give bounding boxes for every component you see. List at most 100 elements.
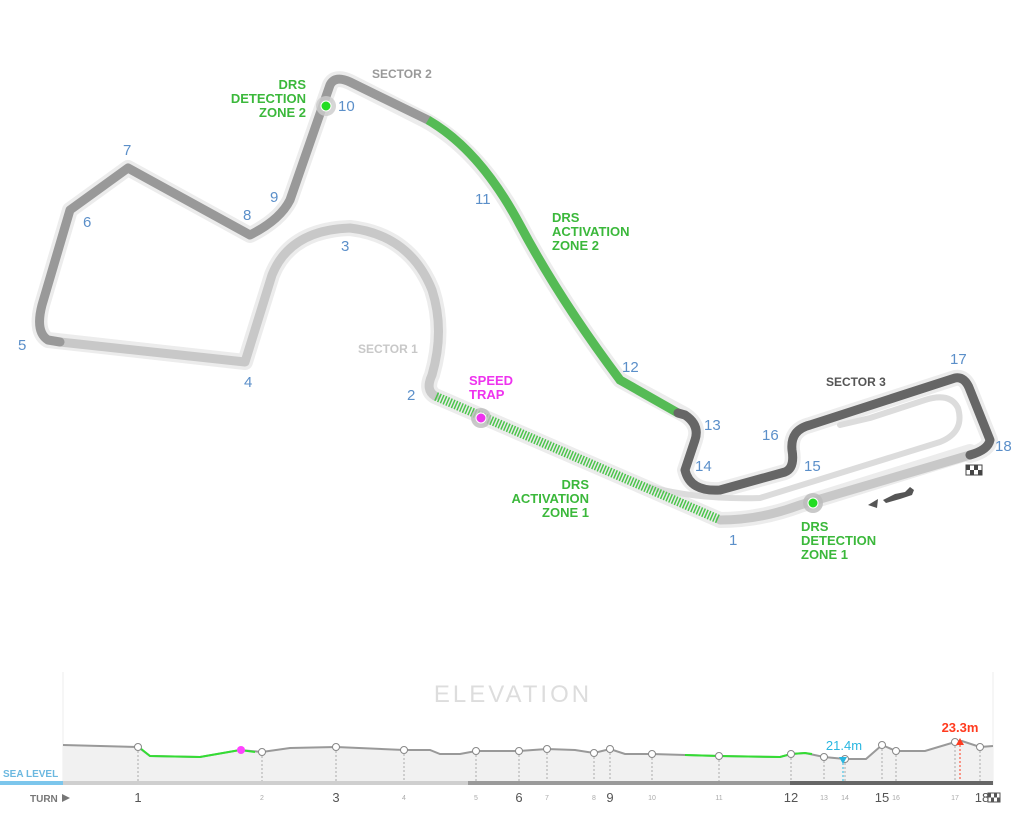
drs-detection-zone-1-label: DRS DETECTION ZONE 1 [801,519,876,562]
elevation-drs-segment-1 [139,747,256,759]
turn-marker-18[interactable] [976,743,984,751]
drs-detection-point-2 [316,96,336,116]
turn-marker-15[interactable] [878,741,886,749]
elevation-turn-label-1: 1 [134,790,141,805]
turn-label-1: 1 [729,532,737,549]
min-elevation-label: 21.4m [826,738,862,753]
elevation-turn-label-5: 5 [474,795,478,802]
sector-3-bar [790,781,993,785]
drs-activation-zone-1-label: DRS ACTIVATION ZONE 1 [511,477,589,520]
svg-text:DRS: DRS [552,210,580,225]
max-elevation-label: 23.3m [942,720,979,735]
drs-activation-zone-1-track [433,391,720,524]
svg-text:ACTIVATION: ACTIVATION [552,224,630,239]
elevation-turn-label-9: 9 [606,790,613,805]
elevation-turn-label-15: 15 [875,790,889,805]
elevation-turn-label-16: 16 [892,795,900,802]
elevation-turn-label-13: 13 [820,795,828,802]
turn-label-10: 10 [338,98,355,115]
turn-marker-8[interactable] [590,749,598,757]
turn-label-6: 6 [83,214,91,231]
sector-1-label: SECTOR 1 [358,342,418,356]
svg-text:ZONE 1: ZONE 1 [801,547,848,562]
turn-marker-9[interactable] [606,745,614,753]
sector-2-track [35,74,433,347]
elevation-turn-label-17: 17 [951,795,959,802]
svg-text:ACTIVATION: ACTIVATION [511,491,589,506]
play-arrow-icon [62,794,70,802]
turn-label-9: 9 [270,189,278,206]
turn-label-18: 18 [995,438,1012,455]
turn-label-7: 7 [123,142,131,159]
turn-marker-4[interactable] [400,746,408,754]
turn-marker-12[interactable] [787,750,795,758]
svg-text:ZONE 2: ZONE 2 [552,238,599,253]
sector-2-bar [468,781,790,785]
pit-lane [647,394,963,502]
speed-trap-label: SPEED TRAP [469,373,513,402]
turn-marker-2[interactable] [258,748,266,756]
chequered-flag-icon [965,464,983,476]
turn-label-13: 13 [704,417,721,434]
svg-text:DETECTION: DETECTION [231,91,306,106]
min-elevation-marker-icon [839,757,847,764]
elevation-turn-label-2: 2 [260,795,264,802]
sea-level-bar [0,781,63,785]
sector-2-label: SECTOR 2 [372,67,432,81]
direction-arrow-icon [868,499,878,508]
track-halo [31,71,998,528]
drs-detection-point-1 [803,493,823,513]
turn-marker-10[interactable] [648,750,656,758]
svg-text:TRAP: TRAP [469,387,505,402]
drs-detection-zone-2-label: DRS DETECTION ZONE 2 [231,77,306,120]
max-elevation-marker-icon [956,738,964,745]
drs-activation-zone-2-label: DRS ACTIVATION ZONE 2 [552,210,630,253]
turn-label-8: 8 [243,207,251,224]
turn-marker-13[interactable] [820,753,828,761]
elevation-turn-label-10: 10 [648,795,656,802]
elevation-turn-label-7: 7 [545,795,549,802]
turn-marker-7[interactable] [543,745,551,753]
svg-text:DRS: DRS [801,519,829,534]
speed-trap-point [471,408,491,428]
sector-1-track [55,223,975,525]
svg-text:DETECTION: DETECTION [801,533,876,548]
elevation-turn-label-14: 14 [841,795,849,802]
sea-level-label: SEA LEVEL [3,769,58,780]
turn-label-14: 14 [695,458,712,475]
elevation-turn-label-12: 12 [784,790,798,805]
elevation-profile-line [62,739,994,760]
elevation-turn-label-6: 6 [515,790,522,805]
svg-text:DRS: DRS [279,77,307,92]
elevation-turn-label-3: 3 [332,790,339,805]
turn-label-5: 5 [18,337,26,354]
svg-text:ZONE 2: ZONE 2 [259,105,306,120]
turn-label-12: 12 [622,359,639,376]
elevation-turn-label-4: 4 [402,795,406,802]
elevation-title: ELEVATION [434,681,592,708]
turn-axis-label: TURN [30,794,58,805]
turn-label-4: 4 [244,374,252,391]
turn-marker-5[interactable] [472,747,480,755]
sector-3-label: SECTOR 3 [826,375,886,389]
elevation-drs-segment-2 [684,751,813,759]
drs-activation-zone-2-track [425,116,681,417]
turn-label-11: 11 [475,191,491,208]
turn-marker-6[interactable] [515,747,523,755]
svg-text:ZONE 1: ZONE 1 [542,505,589,520]
turn-marker-16[interactable] [892,747,900,755]
elevation-chequered-flag-icon [987,792,1001,803]
turn-marker-11[interactable] [715,752,723,760]
turn-label-3: 3 [341,238,349,255]
sector-1-bar [63,781,468,785]
car-icon [883,487,914,503]
elevation-turn-label-18: 18 [975,790,989,805]
turn-marker-3[interactable] [332,743,340,751]
elevation-turn-label-8: 8 [592,795,596,802]
turn-marker-1[interactable] [134,743,142,751]
sector-3-track [673,373,995,495]
elevation-turn-label-11: 11 [715,795,722,802]
svg-text:SPEED: SPEED [469,373,513,388]
